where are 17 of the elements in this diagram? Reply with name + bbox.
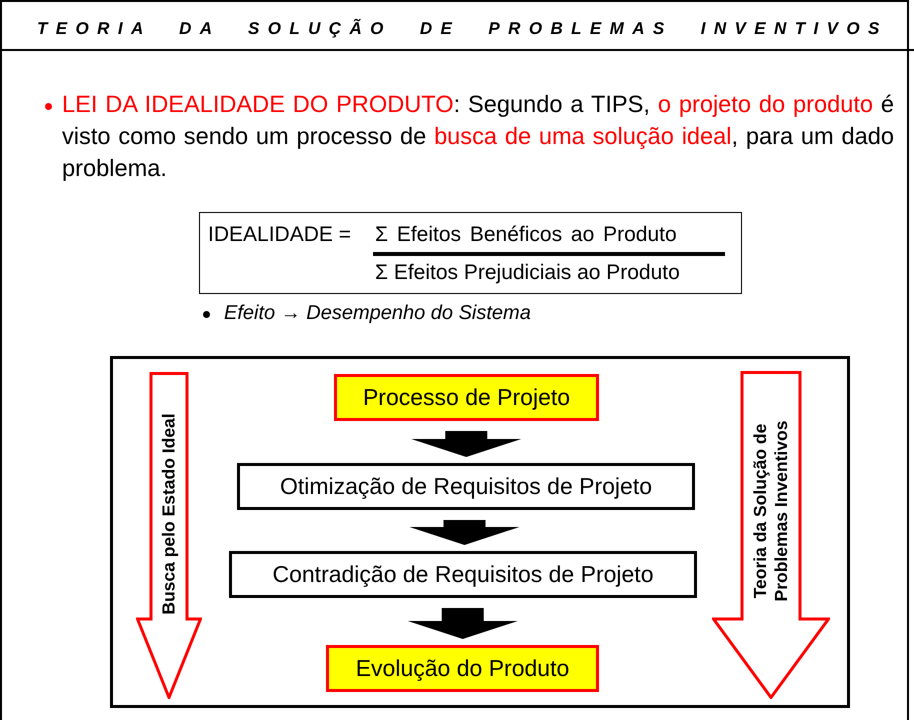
block-arrow bbox=[408, 608, 518, 639]
process-box: Otimização de Requisitos de Projeto bbox=[237, 463, 695, 510]
arrow-label: Teoria da Solução de Problemas Inventivos bbox=[750, 420, 792, 604]
block-arrow bbox=[411, 431, 522, 457]
arrow-label: Busca pelo Estado Ideal bbox=[158, 412, 180, 617]
block-arrow bbox=[410, 520, 520, 545]
diagram-frame bbox=[110, 356, 850, 708]
formula-text: Σ Efeitos Prejudiciais ao Produto bbox=[375, 261, 680, 285]
process-box: Contradição de Requisitos de Projeto bbox=[229, 551, 697, 598]
paragraph: LEI DA IDEALIDADE DO PRODUTO: Segundo a TIPS, o projeto do produto é visto como sendo um processo de busca de uma solução ideal, para um dado problema. bbox=[62, 91, 894, 184]
formula-text: IDEALIDADE = bbox=[208, 223, 351, 247]
note-text: Efeito → Desempenho do Sistema bbox=[224, 302, 531, 325]
title: TEORIA DA SOLUÇÃO DE PROBLEMAS INVENTIVOS bbox=[37, 19, 889, 39]
formula-text: Σ Efeitos Benéficos ao Produto bbox=[375, 223, 677, 247]
highlighted-process-box: Processo de Projeto bbox=[334, 374, 599, 421]
highlighted-process-box: Evolução do Produto bbox=[326, 645, 599, 692]
formula-box bbox=[199, 212, 742, 294]
